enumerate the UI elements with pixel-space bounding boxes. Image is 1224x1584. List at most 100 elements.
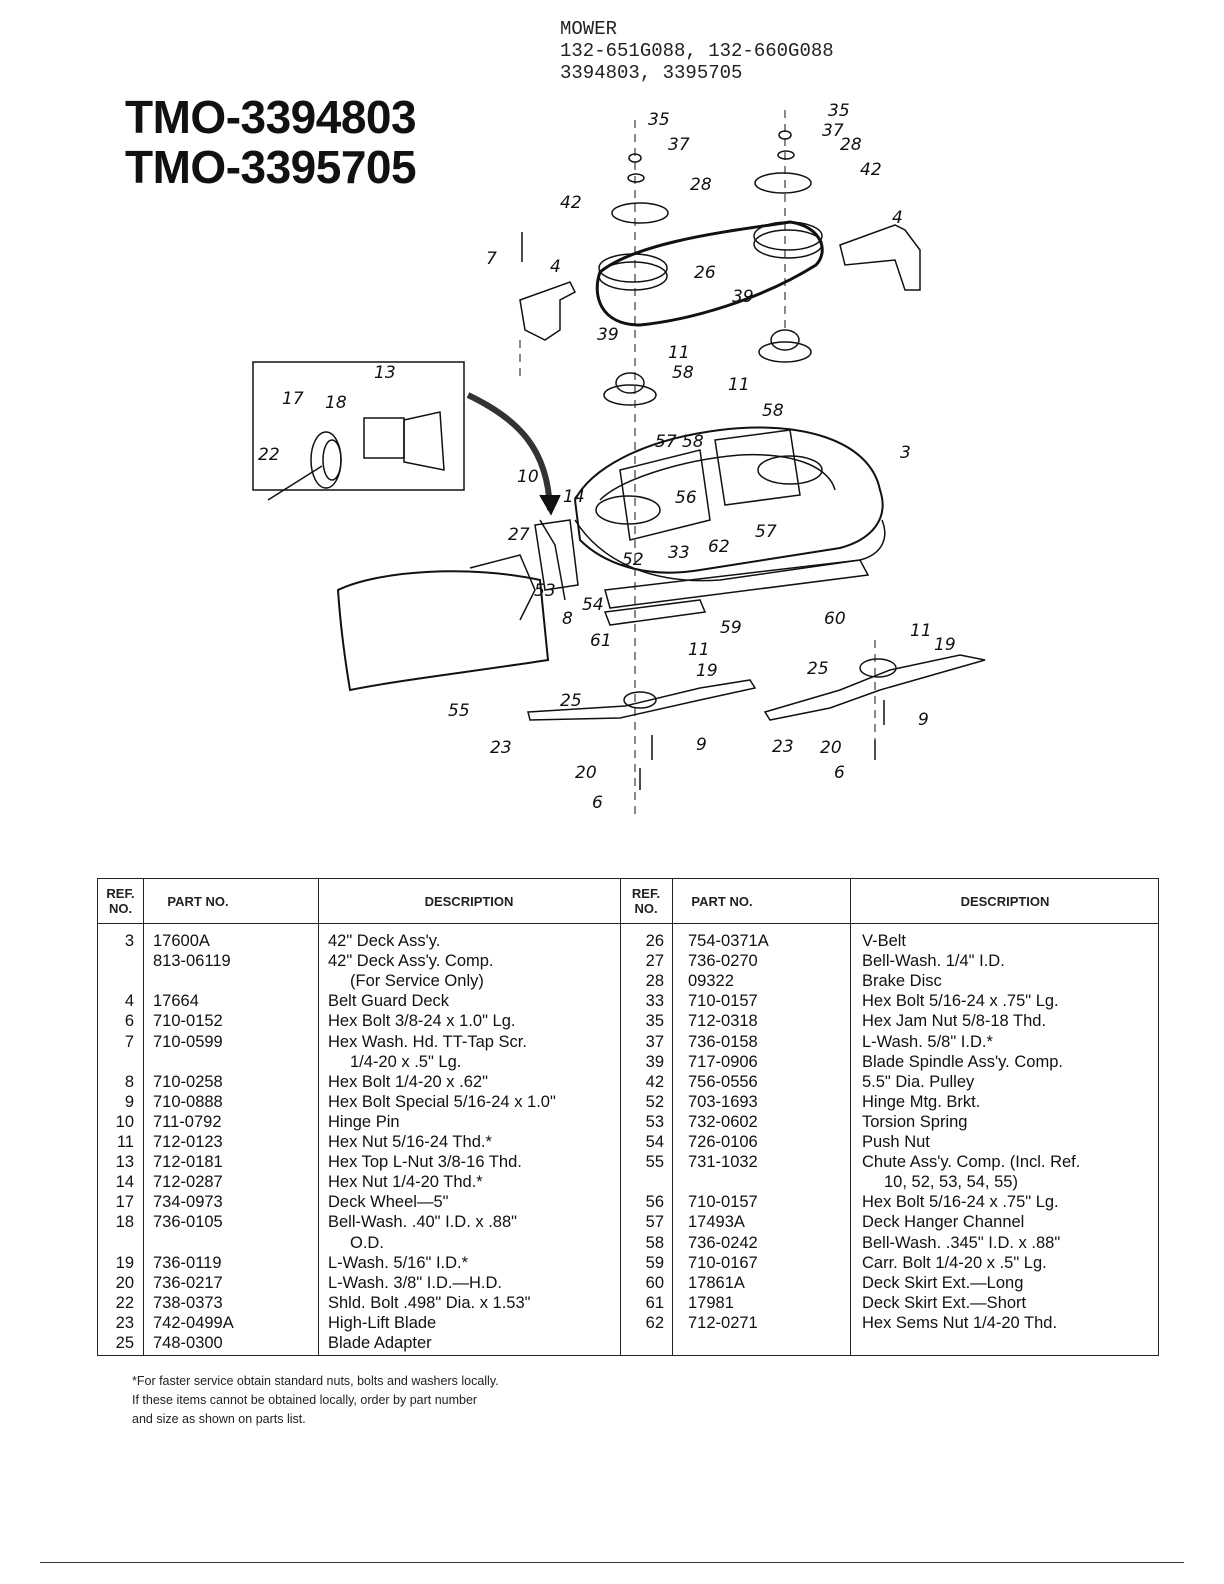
callout-label: 18 [325,393,347,413]
part-number: 17664 [153,992,199,1011]
table-row: 39 717-0906 Blade Spindle Ass'y. Comp. [98,1052,1158,1072]
model-number: TMO-3394803 [125,91,417,143]
ref-number: 13 [115,1153,134,1172]
ref-number: 35 [645,1012,664,1031]
callout-label: 25 [807,659,829,679]
part-description: Hex Nut 1/4-20 Thd.* [328,1173,483,1192]
part-description: 1/4-20 x .5" Lg. [350,1052,462,1071]
ref-number: 9 [124,1092,134,1111]
callout-label: 23 [772,737,794,757]
part-number: 732-0602 [688,1112,758,1131]
callout-label: 6 [592,793,603,813]
callout-label: 8 [562,609,573,629]
deck-wheel-drawing [310,431,342,489]
callout-label: 56 [675,488,697,508]
ref-number: 58 [645,1233,664,1252]
part-number: 736-0242 [688,1233,758,1252]
part-number: 710-0157 [688,1193,758,1212]
callout-label: 22 [258,445,280,465]
callout-label: 11 [688,640,710,660]
part-description: Deck Hanger Channel [862,1213,1025,1232]
part-number: 17981 [688,1293,734,1312]
ref-number: 39 [645,1052,664,1071]
callout-label: 58 [762,401,784,421]
header-description: DESCRIPTION [424,893,514,909]
callout-label: 9 [696,735,707,755]
callout-label: 20 [820,738,842,758]
part-number: 717-0906 [688,1052,758,1071]
part-description: High-Lift Blade [328,1313,437,1332]
part-description: L-Wash. 3/8" I.D.—H.D. [328,1273,502,1292]
part-description: 42" Deck Ass'y. Comp. [328,952,494,971]
part-number: 710-0888 [153,1092,223,1111]
part-description: V-Belt [862,932,907,950]
footnote: *For faster service obtain standard nuts… [132,1372,632,1429]
part-description: Hex Bolt 5/16-24 x .75" Lg. [862,1193,1059,1212]
parts-list-table: REF. NO. PART NO. DESCRIPTION REF. NO. P… [97,878,1159,1356]
part-description: Hex Sems Nut 1/4-20 Thd. [862,1313,1058,1332]
table-row: 10, 52, 53, 54, 55) [98,1172,1158,1192]
header-line-1: MOWER [560,18,618,40]
callout-label: 35 [828,101,850,121]
header-line-2: 132-651G088, 132-660G088 [560,40,834,62]
callout-label: 37 [668,135,690,155]
callout-label: 11 [668,343,690,363]
part-description: 10, 52, 53, 54, 55) [884,1173,1018,1192]
callout-label: 10 [517,467,539,487]
callout-label: 26 [694,263,716,283]
ref-number: 10 [115,1112,134,1131]
table-row: (For Service Only) [98,971,1158,991]
footnote-line: *For faster service obtain standard nuts… [132,1374,499,1388]
part-number: 710-0167 [688,1253,758,1272]
model-title: TMO-3394803 TMO-3395705 [125,91,417,192]
callout-label: 57 [755,522,777,542]
callout-label: 62 [708,537,730,557]
footnote-line: and size as shown on parts list. [132,1412,306,1426]
ref-number: 26 [645,932,664,950]
callout-label: 28 [840,135,862,155]
callout-label: 61 [590,631,612,651]
part-description: 5.5" Dia. Pulley [862,1072,975,1091]
part-description: Hinge Pin [328,1112,400,1131]
part-description: Hex Bolt 5/16-24 x .75" Lg. [862,992,1059,1011]
callout-label: 39 [732,287,754,307]
part-description: Deck Wheel—5" [328,1193,449,1212]
callout-label: 19 [696,661,718,681]
part-number: 742-0499A [153,1313,234,1332]
part-number: 756-0556 [688,1072,758,1091]
part-number: 710-0152 [153,1012,223,1031]
part-number: 711-0792 [153,1112,222,1131]
ref-number: 17 [115,1193,134,1212]
callout-label: 57 [655,432,677,452]
ref-number: 8 [124,1072,134,1091]
ref-number: 20 [115,1273,134,1292]
ref-number: 62 [645,1313,664,1332]
callout-label: 23 [490,738,512,758]
part-number: 712-0318 [688,1012,758,1031]
header-description: DESCRIPTION [960,893,1050,909]
part-description: Blade Spindle Ass'y. Comp. [862,1052,1063,1071]
part-description: Brake Disc [862,972,942,991]
part-number: 731-1032 [688,1153,758,1172]
callout-label: 11 [910,621,932,641]
callout-label: 17 [282,389,304,409]
part-description: Push Nut [862,1133,930,1151]
ref-number: 33 [645,992,664,1011]
table-row: O.D. [98,1233,1158,1253]
